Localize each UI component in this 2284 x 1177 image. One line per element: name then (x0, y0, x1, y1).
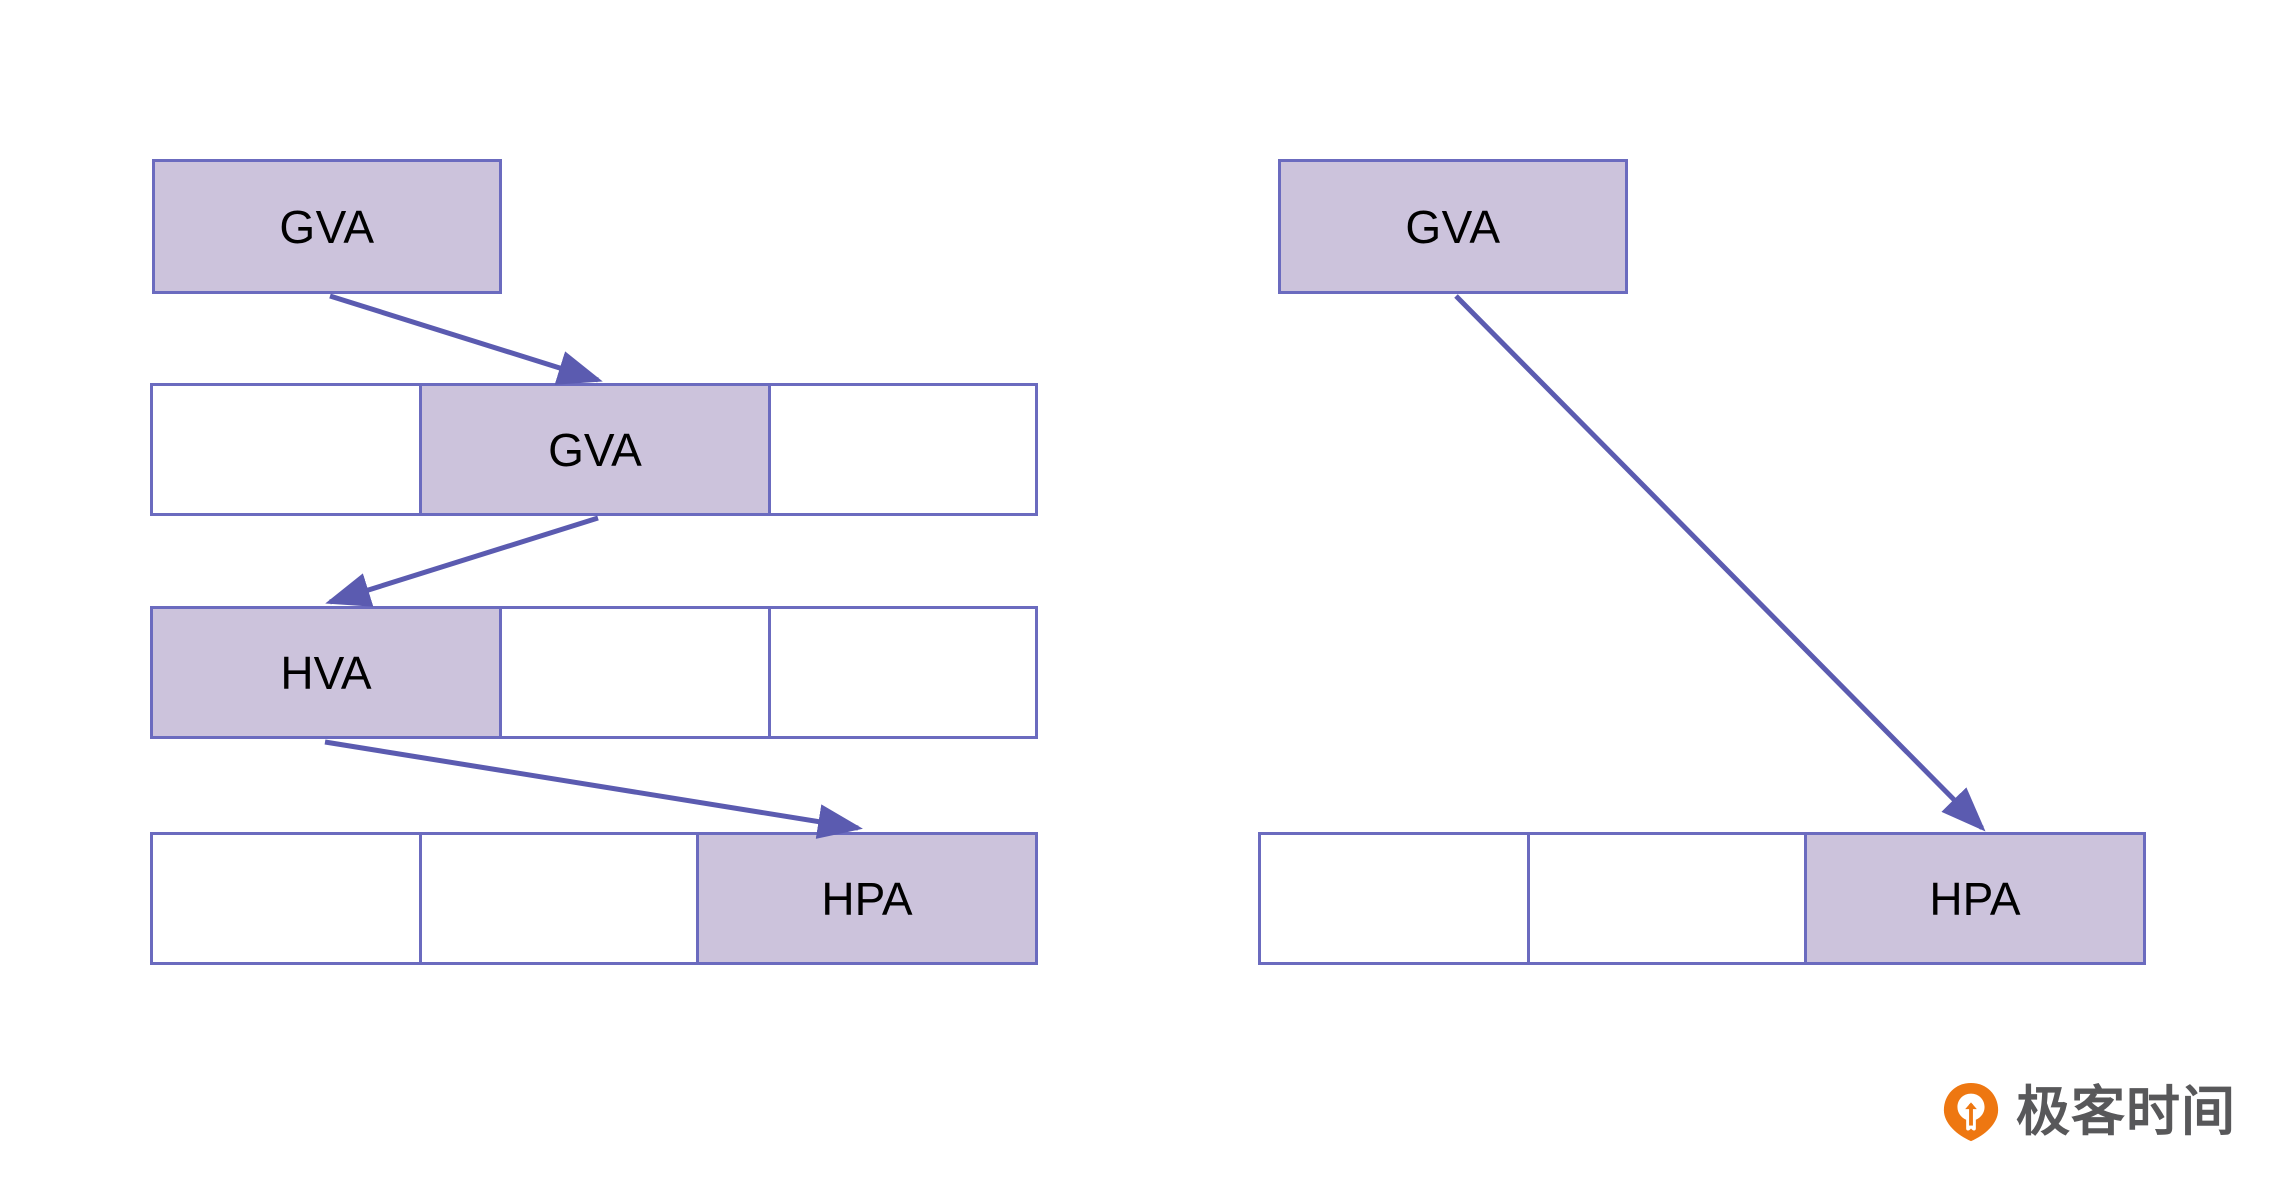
left-row-1-cell-2: GVA (419, 383, 771, 516)
left-row-1: GVA (150, 383, 1038, 516)
right-row-1-cell-3: HPA (1804, 832, 2146, 965)
left-row-3: HPA (150, 832, 1038, 965)
left-row-2-cell-3 (768, 606, 1038, 739)
arrow-gva-to-hva (325, 515, 599, 607)
left-row-2: HVA (150, 606, 1038, 739)
right-row-1-cell-2 (1527, 832, 1807, 965)
right-row-1-cell-1 (1258, 832, 1530, 965)
geektime-logo-icon (1940, 1081, 2002, 1143)
left-row-2-cell-2 (499, 606, 771, 739)
arrow-gva-to-hpa (1454, 294, 1986, 832)
right-top-box-gva: GVA (1278, 159, 1628, 294)
watermark-text: 极客时间 (2016, 1080, 2236, 1143)
left-row-1-cell-1 (150, 383, 422, 516)
left-row-2-cell-1: HVA (150, 606, 502, 739)
left-row-1-cell-3 (768, 383, 1038, 516)
arrow-hva-to-hpa (324, 739, 863, 839)
left-row-3-cell-3: HPA (696, 832, 1038, 965)
left-top-box-gva: GVA (152, 159, 502, 294)
watermark: 极客时间 (1940, 1081, 2236, 1143)
right-row-1: HPA (1258, 832, 2146, 965)
arrow-gva-to-gva (329, 293, 603, 385)
left-row-3-cell-1 (150, 832, 422, 965)
left-row-3-cell-2 (419, 832, 699, 965)
